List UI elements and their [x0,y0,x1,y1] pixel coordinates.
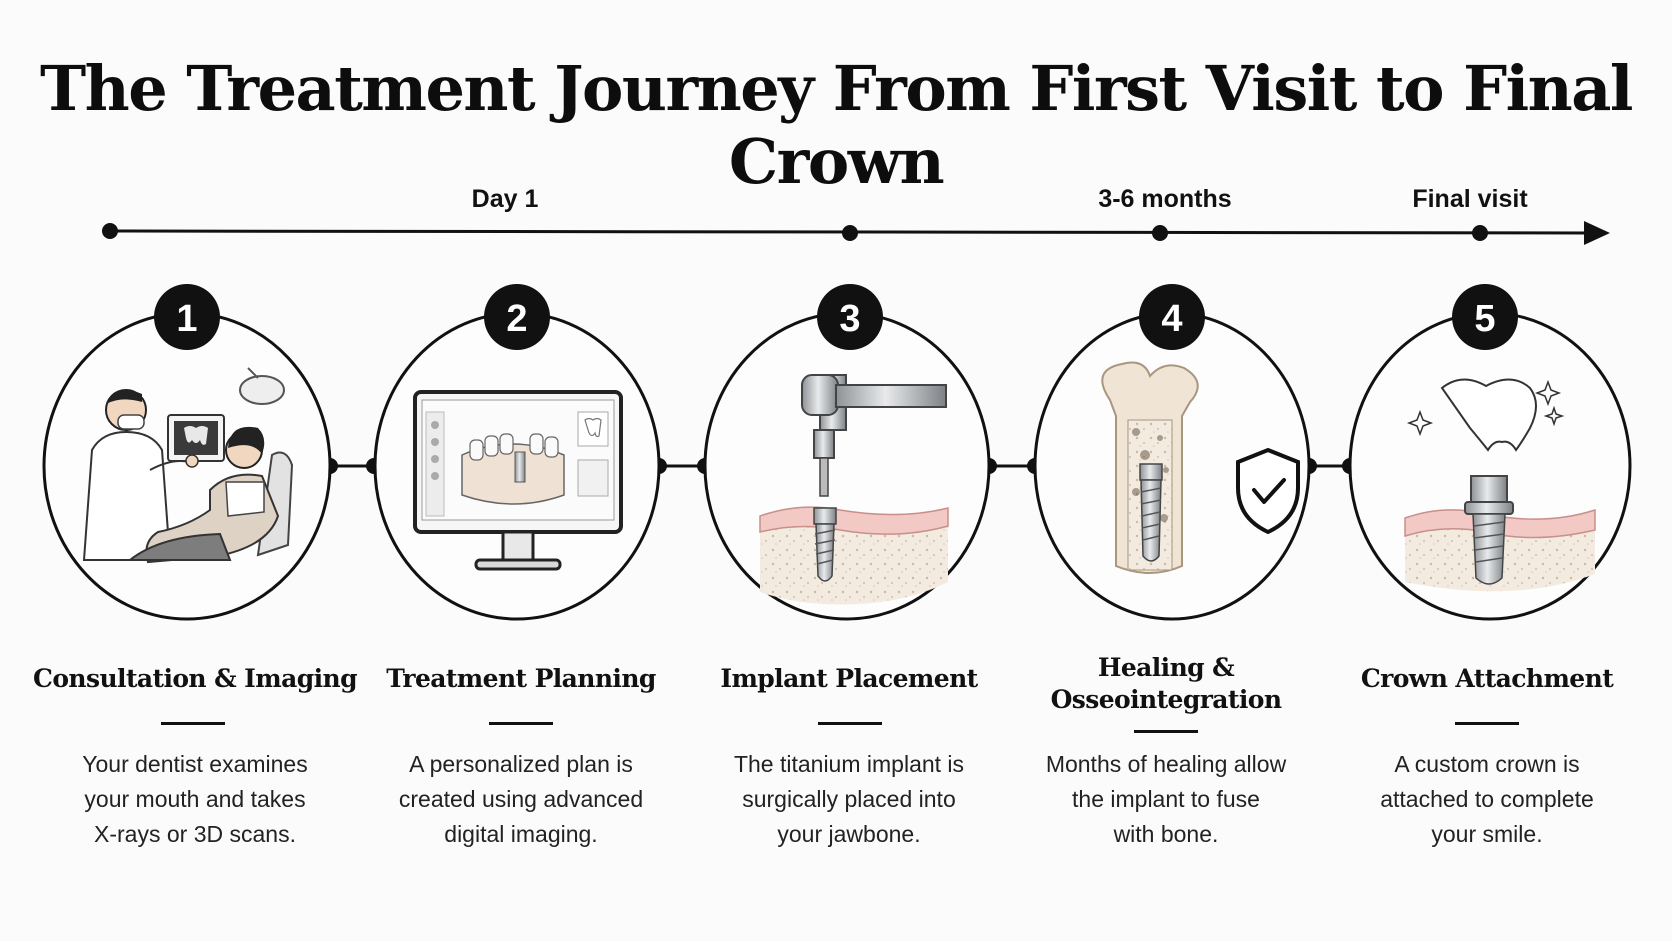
computer-monitor-icon [413,390,623,571]
description-line: A personalized plan is [409,751,633,777]
crown-implant-icon [1404,378,1596,592]
step-badge-5 [1452,284,1518,350]
step-divider [161,722,225,725]
description-line: digital imaging. [444,821,598,847]
step-number-4: 4 [1161,298,1182,340]
step-title-1: Consultation & Imaging [33,664,358,693]
dentist-patient-icon [82,367,294,564]
description-line: The titanium implant is [733,751,965,777]
step-number-1: 1 [176,298,197,340]
step-divider [489,722,553,725]
step-divider [1455,722,1519,725]
timeline-dot [1472,225,1488,241]
bone-implant-shield-icon [1101,361,1300,574]
step-title-4: Healing & Osseointegration [1001,652,1331,716]
description-line: X-rays or 3D scans. [94,821,296,847]
sparkle-icon [1543,405,1565,427]
timeline-arrow-icon [1584,221,1610,245]
step-description-1: Your dentist examines your mouth and tak… [35,747,355,852]
description-line: attached to complete [1380,786,1594,812]
step-number-2: 2 [506,298,527,340]
step-badge-4 [1139,284,1205,350]
sparkle-icon [1534,379,1562,407]
step-number-5: 5 [1474,298,1495,340]
timeline-label-day1: Day 1 [471,185,539,213]
timeline-label-final-visit: Final visit [1412,185,1528,213]
step-badge-3 [817,284,883,350]
step-title-2: Treatment Planning [386,664,656,693]
step-badge-1 [154,284,220,350]
shield-check-icon [1236,447,1300,535]
step-description-5: A custom crown is attached to complete y… [1327,747,1647,852]
timeline-dot [102,223,118,239]
timeline-dot [842,225,858,241]
dental-drill-icon [759,374,949,605]
step-badge-2 [484,284,550,350]
description-line: Your dentist examines [82,751,308,777]
description-line: created using advanced [398,786,644,812]
description-line: A custom crown is [1394,751,1580,777]
step-title-line: Osseointegration [1050,685,1282,714]
description-line: your mouth and takes [84,786,306,812]
step-description-2: A personalized plan is created using adv… [361,747,681,852]
timeline [102,221,1610,245]
step-divider [818,722,882,725]
step-divider [1134,730,1198,733]
step-number-3: 3 [839,298,860,340]
description-line: Months of healing allow [1045,751,1287,777]
description-line: the implant to fuse [1072,786,1260,812]
timeline-label-3-6-months: 3-6 months [1098,185,1232,213]
timeline-dot [1152,225,1168,241]
description-line: your jawbone. [777,821,921,847]
description-line: with bone. [1113,821,1219,847]
step-description-3: The titanium implant is surgically place… [689,747,1009,852]
page-title: The Treatment Journey From First Visit t… [40,52,1633,198]
description-line: surgically placed into [742,786,956,812]
step-title-3: Implant Placement [720,664,978,693]
step-description-4: Months of healing allow the implant to f… [1006,747,1326,852]
step-title-5: Crown Attachment [1360,664,1614,693]
sparkle-icon [1406,409,1434,437]
step-number-badges: 1 2 3 4 5 [154,284,1518,350]
description-line: your smile. [1431,821,1543,847]
step-title-line: Healing & [1097,653,1235,682]
